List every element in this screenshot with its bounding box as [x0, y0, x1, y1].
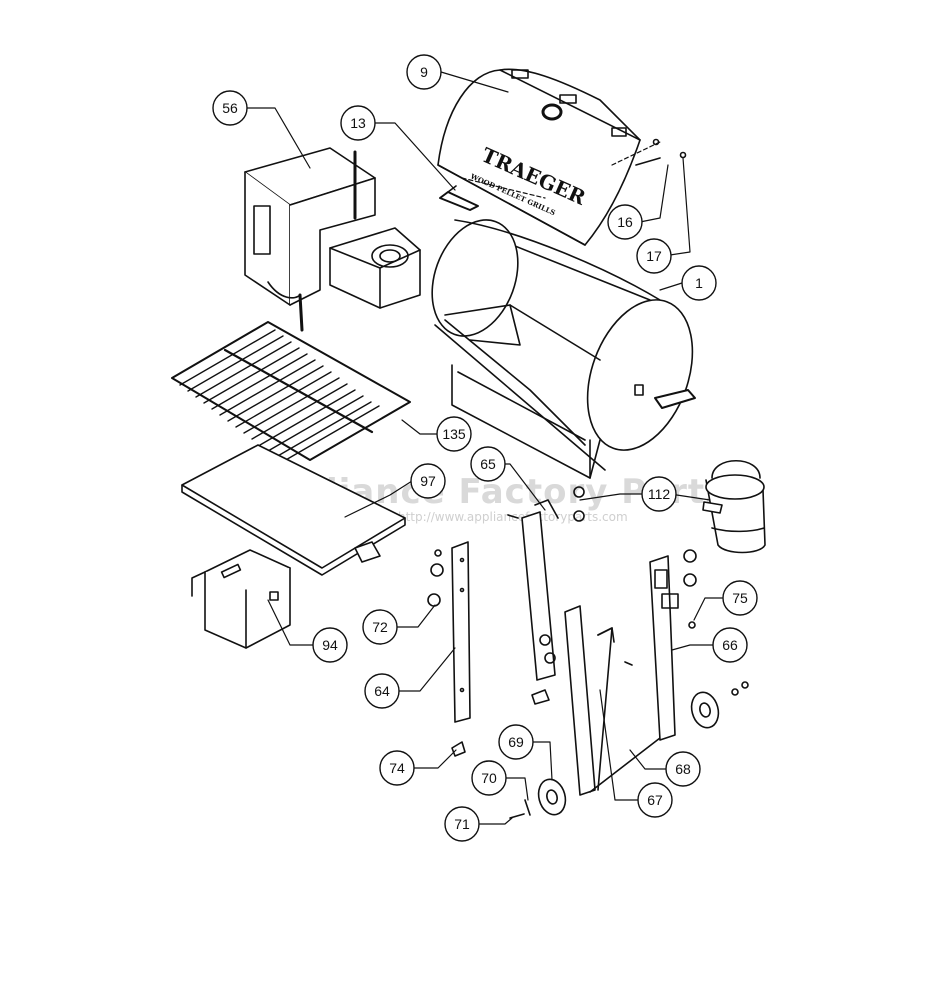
- callout-13: 13: [340, 105, 376, 141]
- leg-left-part: [427, 541, 471, 723]
- callout-94: 94: [312, 627, 348, 663]
- callout-74: 74: [379, 750, 415, 786]
- bucket-part: [702, 459, 766, 554]
- callout-135: 135: [436, 416, 472, 452]
- screw-71-part: [509, 813, 525, 819]
- callout-112: 112: [641, 476, 677, 512]
- callout-69: 69: [498, 724, 534, 760]
- svg-text:1: 1: [695, 275, 703, 291]
- callout-17: 17: [636, 238, 672, 274]
- leg-right-part: [649, 549, 697, 741]
- callouts: 9 56 13 16 17 1 135 65 97 112 75 72 94 6…: [212, 54, 758, 842]
- hopper-assembly-part: [244, 147, 421, 332]
- screw-16-part: [635, 157, 661, 166]
- screw-part: [624, 661, 633, 666]
- screw-part: [507, 514, 519, 519]
- svg-text:112: 112: [648, 486, 671, 502]
- svg-text:68: 68: [675, 761, 691, 777]
- callout-9: 9: [406, 54, 442, 90]
- svg-text:97: 97: [420, 473, 436, 489]
- svg-text:65: 65: [480, 456, 496, 472]
- lid-part: [437, 68, 641, 246]
- leg-wheel-left-part: [564, 605, 661, 796]
- knob-part: [573, 510, 585, 522]
- svg-text:72: 72: [372, 619, 388, 635]
- callout-75: 75: [722, 580, 758, 616]
- leg-center-part: [521, 499, 559, 705]
- callout-66: 66: [712, 627, 748, 663]
- washer-part: [731, 688, 739, 696]
- knob-part: [573, 486, 585, 498]
- svg-text:74: 74: [389, 760, 405, 776]
- callout-70: 70: [471, 760, 507, 796]
- callout-67: 67: [637, 782, 673, 818]
- svg-text:67: 67: [647, 792, 663, 808]
- svg-text:71: 71: [454, 816, 470, 832]
- grease-box-part: [191, 549, 291, 649]
- callout-65: 65: [470, 446, 506, 482]
- svg-text:13: 13: [350, 115, 366, 131]
- svg-text:17: 17: [646, 248, 662, 264]
- callout-71: 71: [444, 806, 480, 842]
- pin-70-part: [524, 799, 531, 816]
- callout-72: 72: [362, 609, 398, 645]
- grill-grate-part: [171, 321, 411, 462]
- svg-text:66: 66: [722, 637, 738, 653]
- nut-17-part: [652, 138, 660, 146]
- barrel-body-part: [431, 219, 696, 479]
- callout-56: 56: [212, 90, 248, 126]
- svg-text:16: 16: [617, 214, 633, 230]
- svg-text:56: 56: [222, 100, 238, 116]
- svg-text:70: 70: [481, 770, 497, 786]
- svg-text:94: 94: [322, 637, 338, 653]
- callout-68: 68: [665, 751, 701, 787]
- svg-text:9: 9: [420, 64, 428, 80]
- drip-tray-part: [181, 444, 406, 576]
- callout-16: 16: [607, 204, 643, 240]
- callout-1: 1: [681, 265, 717, 301]
- svg-text:75: 75: [732, 590, 748, 606]
- wheel-left-part: [537, 778, 567, 816]
- wheel-right-part: [690, 691, 720, 729]
- svg-text:135: 135: [442, 426, 466, 442]
- svg-text:69: 69: [508, 734, 524, 750]
- nut-17-part: [679, 151, 687, 159]
- washer-part: [741, 681, 749, 689]
- callout-64: 64: [364, 673, 400, 709]
- svg-text:64: 64: [374, 683, 390, 699]
- bolt-74-part: [451, 741, 466, 757]
- callout-97: 97: [410, 463, 446, 499]
